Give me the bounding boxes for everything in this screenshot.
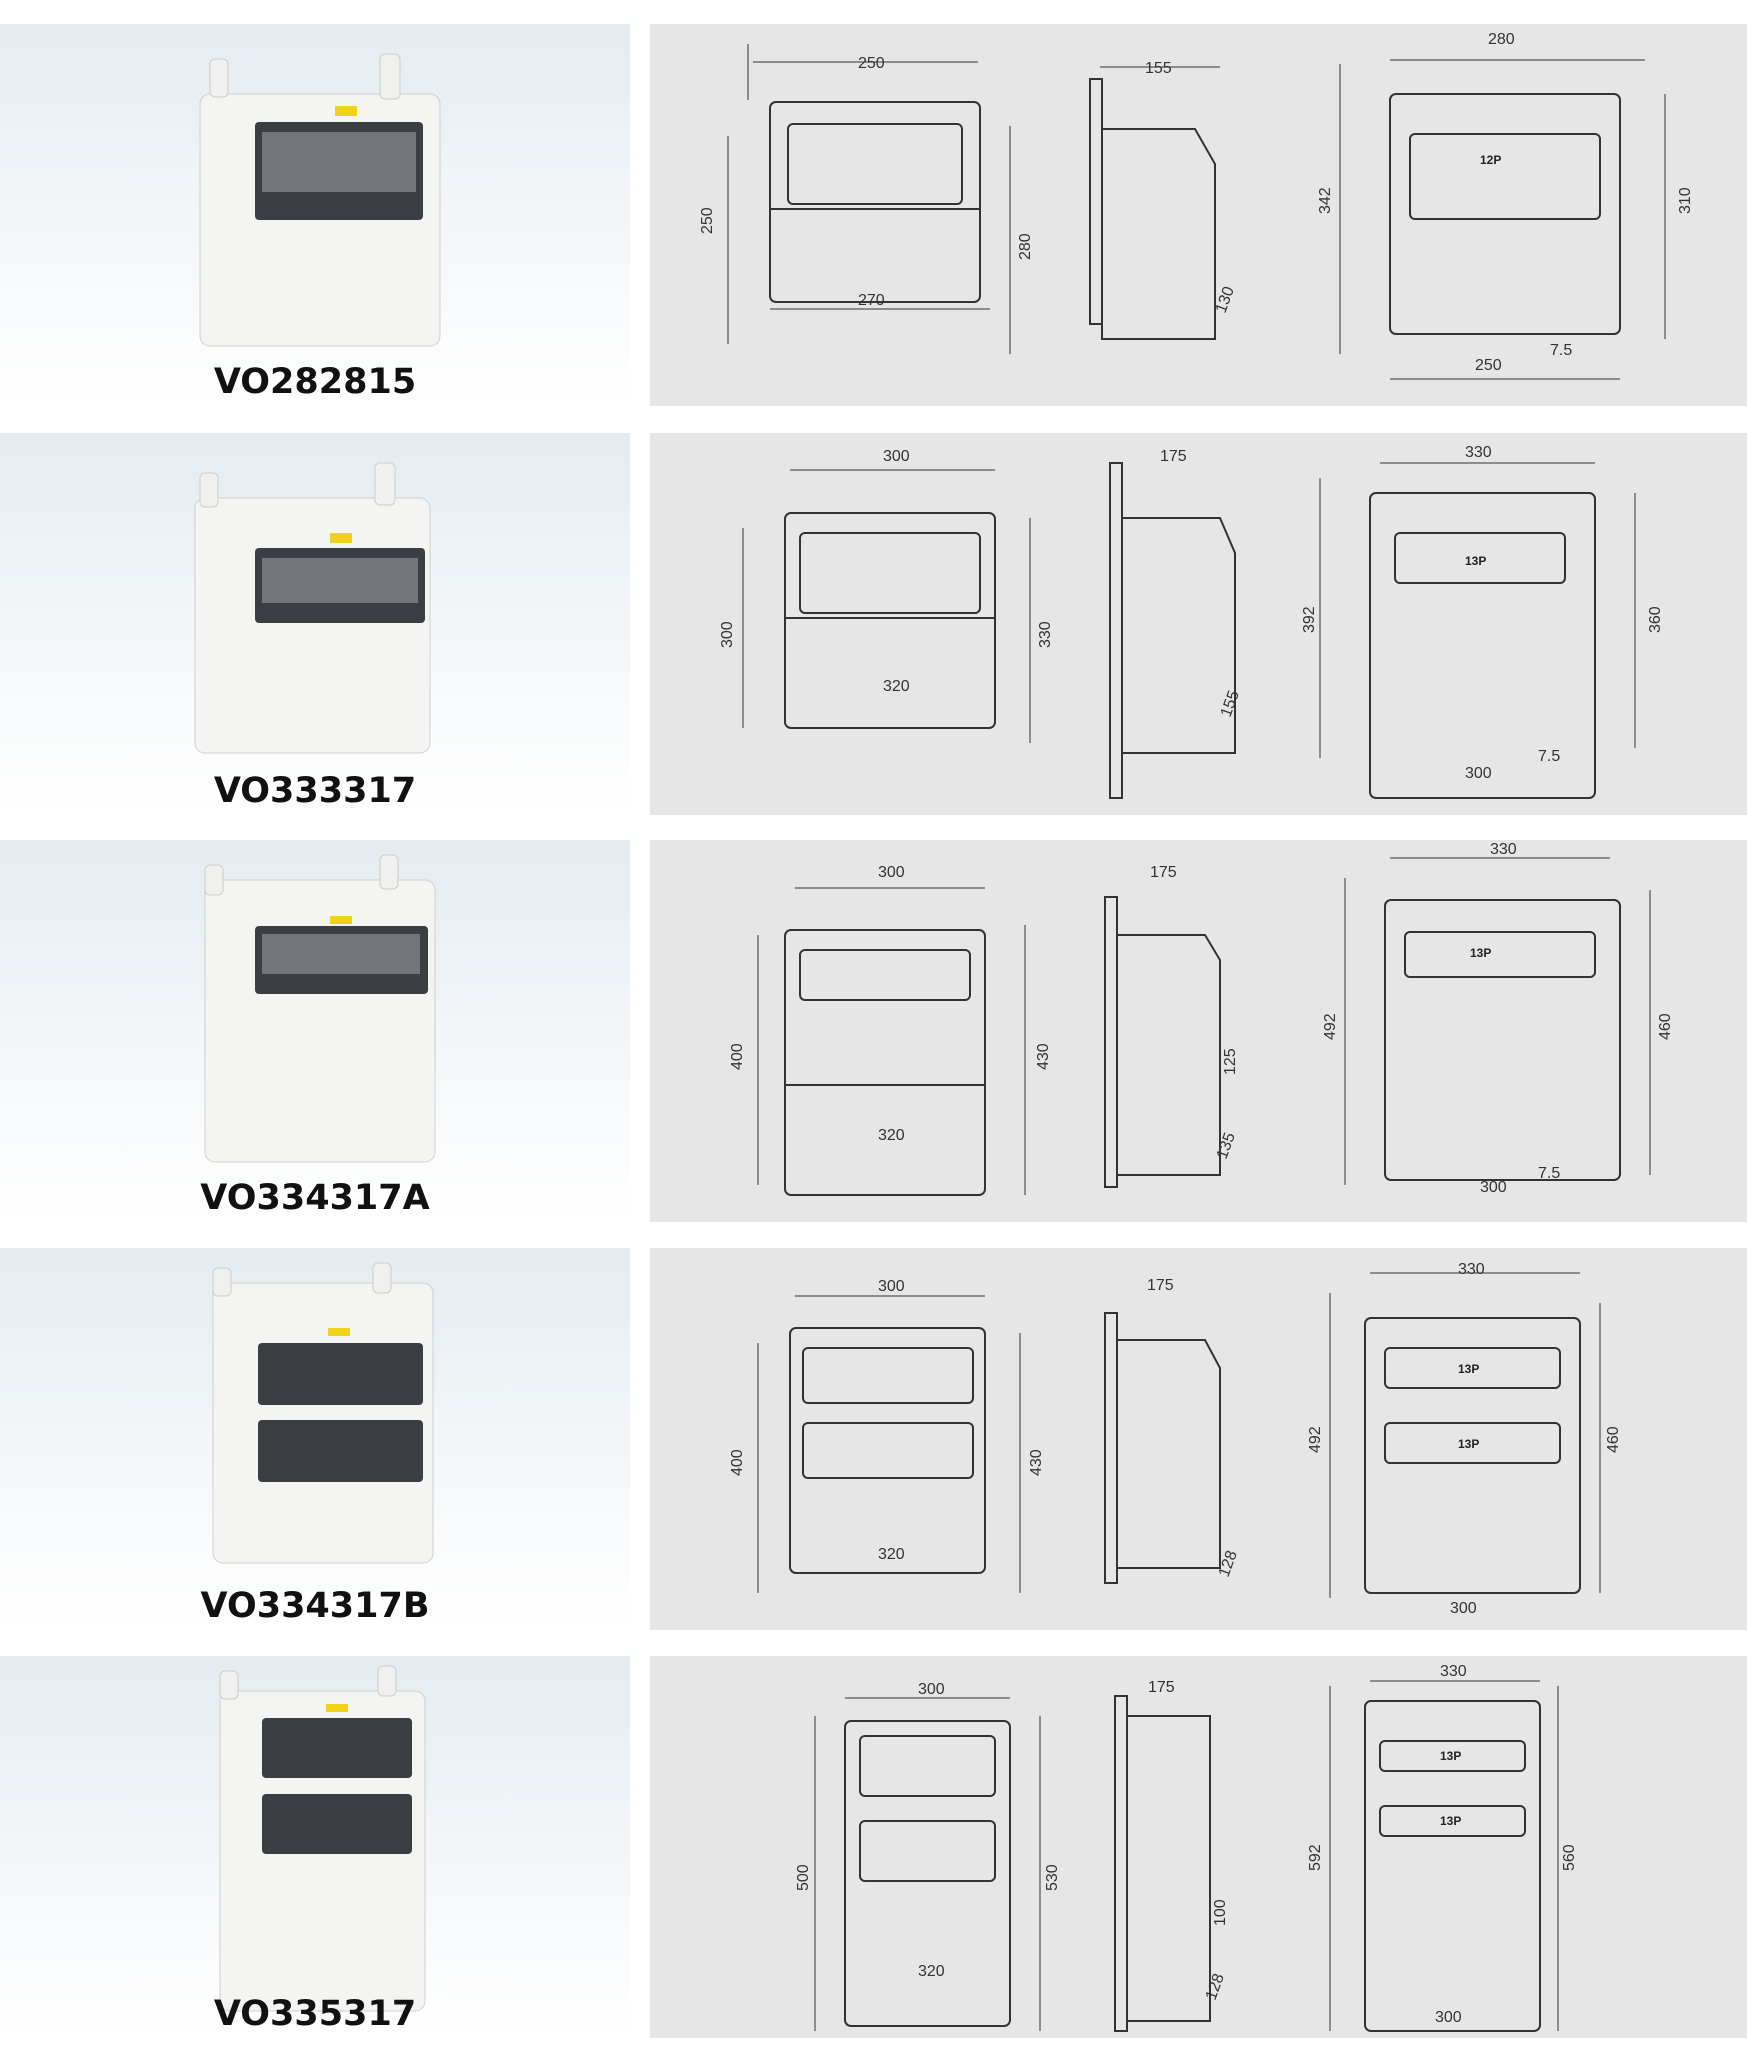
module-label: 13P [1470, 946, 1491, 960]
dim-height: 300 [719, 621, 736, 648]
module-label: 13P [1440, 1749, 1461, 1763]
dim-back-width: 330 [1458, 1261, 1485, 1278]
dim-back-width: 330 [1465, 444, 1492, 461]
product-photo-panel: VO334317A [0, 840, 630, 1222]
dimension-drawing-panel: 250 250 270 280 155 130 280 342 310 250 … [650, 24, 1747, 406]
dim-back-width: 280 [1488, 31, 1515, 48]
dim-overall-height: 280 [1017, 233, 1034, 260]
dim-depth: 175 [1148, 1679, 1175, 1696]
dim-width: 300 [883, 448, 910, 465]
dim-back-width: 330 [1440, 1663, 1467, 1680]
dim-width: 300 [918, 1681, 945, 1698]
dim-height: 400 [729, 1449, 746, 1476]
dim-width: 300 [878, 864, 905, 881]
module-label: 13P [1458, 1362, 1479, 1376]
dim-depth: 175 [1160, 448, 1187, 465]
dim-mount-width: 320 [918, 1963, 945, 1980]
technical-drawing: 300 300 320 330 175 155 330 392 360 300 … [719, 444, 1664, 799]
dim-width: 300 [878, 1278, 905, 1295]
enclosure-photo [194, 462, 431, 754]
dim-back-height: 342 [1317, 187, 1334, 214]
product-photo-panel: VO333317 [0, 433, 630, 815]
dim-back-inner-width: 300 [1465, 765, 1492, 782]
dim-back-inner-width: 300 [1435, 2009, 1462, 2026]
product-photo-panel: VO335317 [0, 1656, 630, 2038]
dim-back-inner-width: 250 [1475, 357, 1502, 374]
dim-mount-width: 320 [883, 678, 910, 695]
dim-door: 130 [1213, 284, 1238, 315]
model-number: VO334317A [200, 1178, 430, 1218]
dim-back-inner-height: 360 [1647, 606, 1664, 633]
dim-height: 400 [729, 1043, 746, 1070]
dim-back-inner-height: 460 [1605, 1426, 1622, 1453]
product-row-2: VO333317 300 300 320 330 175 155 33 [0, 433, 1749, 815]
dim-back-width: 330 [1490, 841, 1517, 858]
product-row-4: VO334317B 300 400 320 430 175 128 [0, 1248, 1749, 1630]
dim-back-height: 492 [1307, 1426, 1324, 1453]
dim-back-inner-height: 310 [1677, 187, 1694, 214]
module-label: 13P [1465, 554, 1486, 568]
model-number: VO334317B [200, 1586, 430, 1626]
dim-mount-width: 320 [878, 1546, 905, 1563]
dim-mount-width: 320 [878, 1127, 905, 1144]
dim-back-inner-height: 560 [1561, 1844, 1578, 1871]
dim-back-height: 492 [1322, 1013, 1339, 1040]
dim-door-upper: 100 [1212, 1899, 1229, 1926]
product-row-5: VO335317 300 500 320 530 175 100 [0, 1656, 1749, 2038]
dim-depth: 155 [1145, 60, 1172, 77]
dim-door-upper: 125 [1222, 1048, 1239, 1075]
dim-overall-height: 430 [1028, 1449, 1045, 1476]
dim-overall-height: 430 [1035, 1043, 1052, 1070]
technical-drawing: 300 400 320 430 175 125 135 330 492 460 … [729, 841, 1674, 1196]
technical-drawing: 300 400 320 430 175 128 330 492 460 300 … [729, 1261, 1622, 1617]
model-number: VO335317 [213, 1994, 417, 2034]
dim-mount-width: 270 [858, 292, 885, 309]
product-photo-panel: VO334317B [0, 1248, 630, 1630]
dim-overall-height: 330 [1037, 621, 1054, 648]
dim-height: 250 [699, 207, 716, 234]
module-label-2: 13P [1440, 1814, 1461, 1828]
dim-overall-height: 530 [1044, 1864, 1061, 1891]
technical-drawing: 300 500 320 530 175 100 128 330 592 560 … [795, 1663, 1578, 2032]
dim-back-inner-height: 460 [1657, 1013, 1674, 1040]
dim-depth: 175 [1147, 1277, 1174, 1294]
dim-back-inner-width: 300 [1450, 1600, 1477, 1617]
enclosure-photo [199, 53, 441, 347]
product-row-3: VO334317A 300 400 320 430 175 125 1 [0, 840, 1749, 1222]
dim-width: 250 [858, 55, 885, 72]
dim-door: 128 [1203, 1971, 1228, 2002]
module-label: 12P [1480, 153, 1501, 167]
dim-back-height: 392 [1301, 606, 1318, 633]
model-number: VO282815 [213, 362, 417, 402]
model-number: VO333317 [213, 771, 417, 811]
dimension-drawing-panel: 300 400 320 430 175 125 135 330 492 460 … [650, 840, 1747, 1222]
enclosure-photo [219, 1665, 426, 2012]
dimension-drawing-panel: 300 500 320 530 175 100 128 330 592 560 … [650, 1656, 1747, 2038]
module-label-2: 13P [1458, 1437, 1479, 1451]
dimension-drawing-panel: 300 400 320 430 175 128 330 492 460 300 … [650, 1248, 1747, 1630]
dim-offset: 7.5 [1538, 748, 1560, 765]
dim-offset: 7.5 [1550, 342, 1572, 359]
dim-depth: 175 [1150, 864, 1177, 881]
dim-height: 500 [795, 1864, 812, 1891]
product-photo-panel: VO282815 [0, 24, 630, 406]
dimension-drawing-panel: 300 300 320 330 175 155 330 392 360 300 … [650, 433, 1747, 815]
enclosure-photo [204, 854, 436, 1163]
enclosure-photo [212, 1262, 434, 1564]
product-row-1: VO282815 250 250 2 [0, 24, 1749, 406]
dim-offset: 7.5 [1538, 1165, 1560, 1182]
technical-drawing: 250 250 270 280 155 130 280 342 310 250 … [699, 31, 1694, 380]
dim-back-inner-width: 300 [1480, 1179, 1507, 1196]
dim-door: 135 [1214, 1130, 1239, 1161]
dim-door: 155 [1218, 688, 1243, 719]
dim-back-height: 592 [1307, 1844, 1324, 1871]
